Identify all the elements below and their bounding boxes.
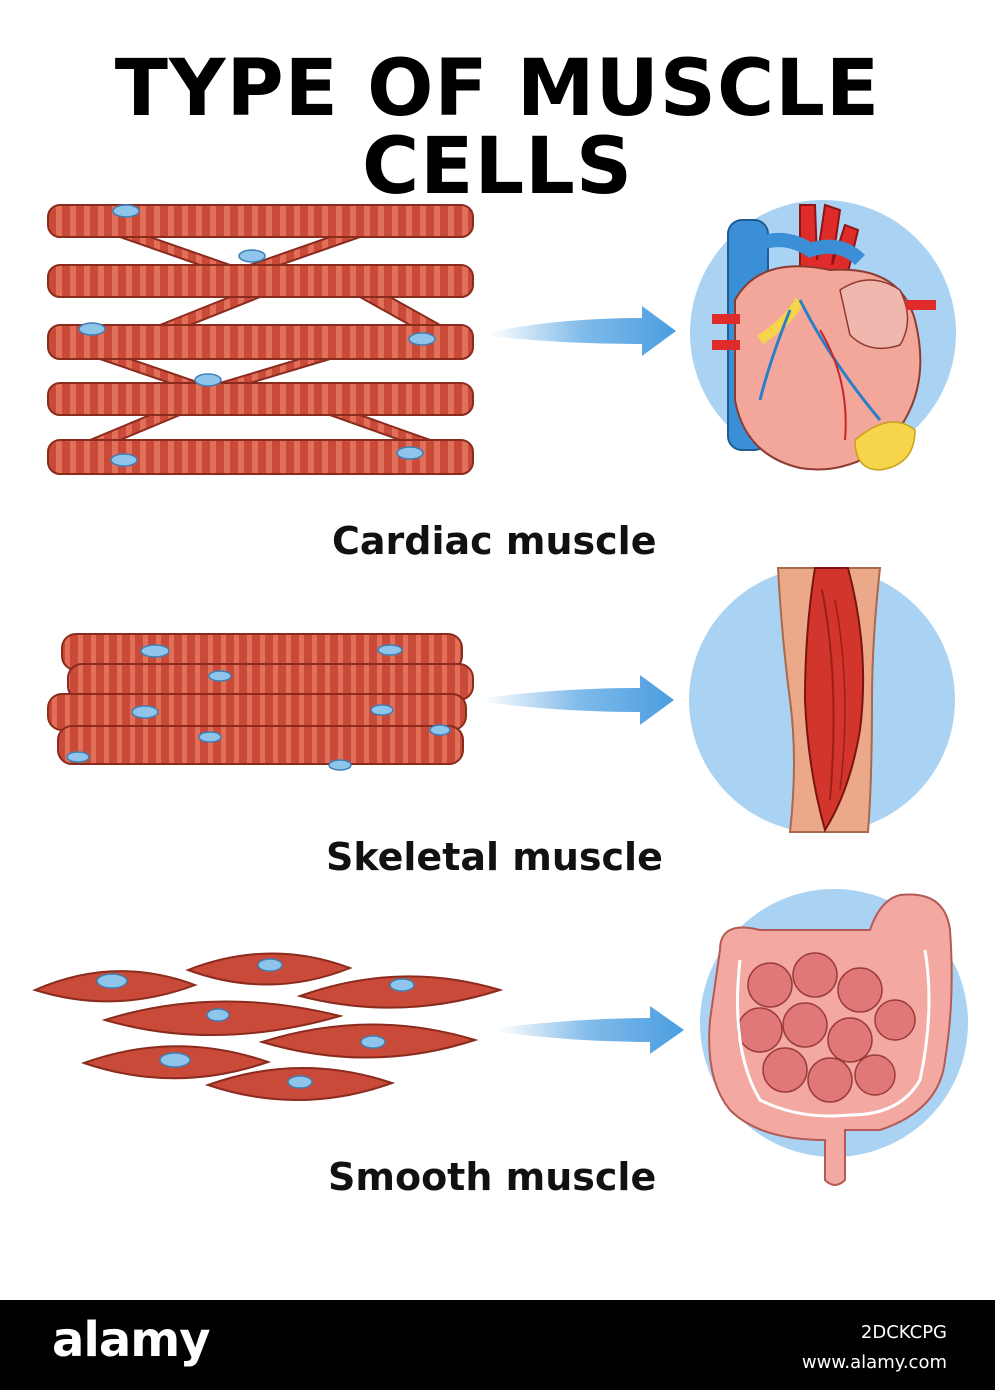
skeletal-fibers <box>47 633 474 765</box>
cardiac-nuclei <box>78 204 436 467</box>
diagram-artwork <box>32 200 968 1186</box>
smooth-arrow <box>498 1006 684 1054</box>
skeletal-muscle-label: Skeletal muscle <box>326 835 663 879</box>
alamy-logo: alamy <box>52 1312 211 1368</box>
source-url: www.alamy.com <box>801 1352 947 1373</box>
cardiac-fibers <box>47 204 474 475</box>
intestine-icon <box>700 889 968 1186</box>
heart-icon <box>690 200 956 471</box>
cardiac-muscle-label: Cardiac muscle <box>332 519 657 563</box>
cardiac-arrow <box>490 306 676 356</box>
page-title: TYPE OF MUSCLE CELLS <box>114 44 881 212</box>
leg-muscle-icon <box>689 567 955 833</box>
skeletal-arrow <box>484 675 674 725</box>
watermark-footer: alamy 2DCKCPG www.alamy.com <box>0 1300 995 1390</box>
smooth-muscle-label: Smooth muscle <box>328 1155 657 1199</box>
skeletal-nuclei <box>66 644 451 771</box>
image-id: 2DCKCPG <box>860 1322 947 1343</box>
smooth-nuclei <box>96 958 415 1089</box>
